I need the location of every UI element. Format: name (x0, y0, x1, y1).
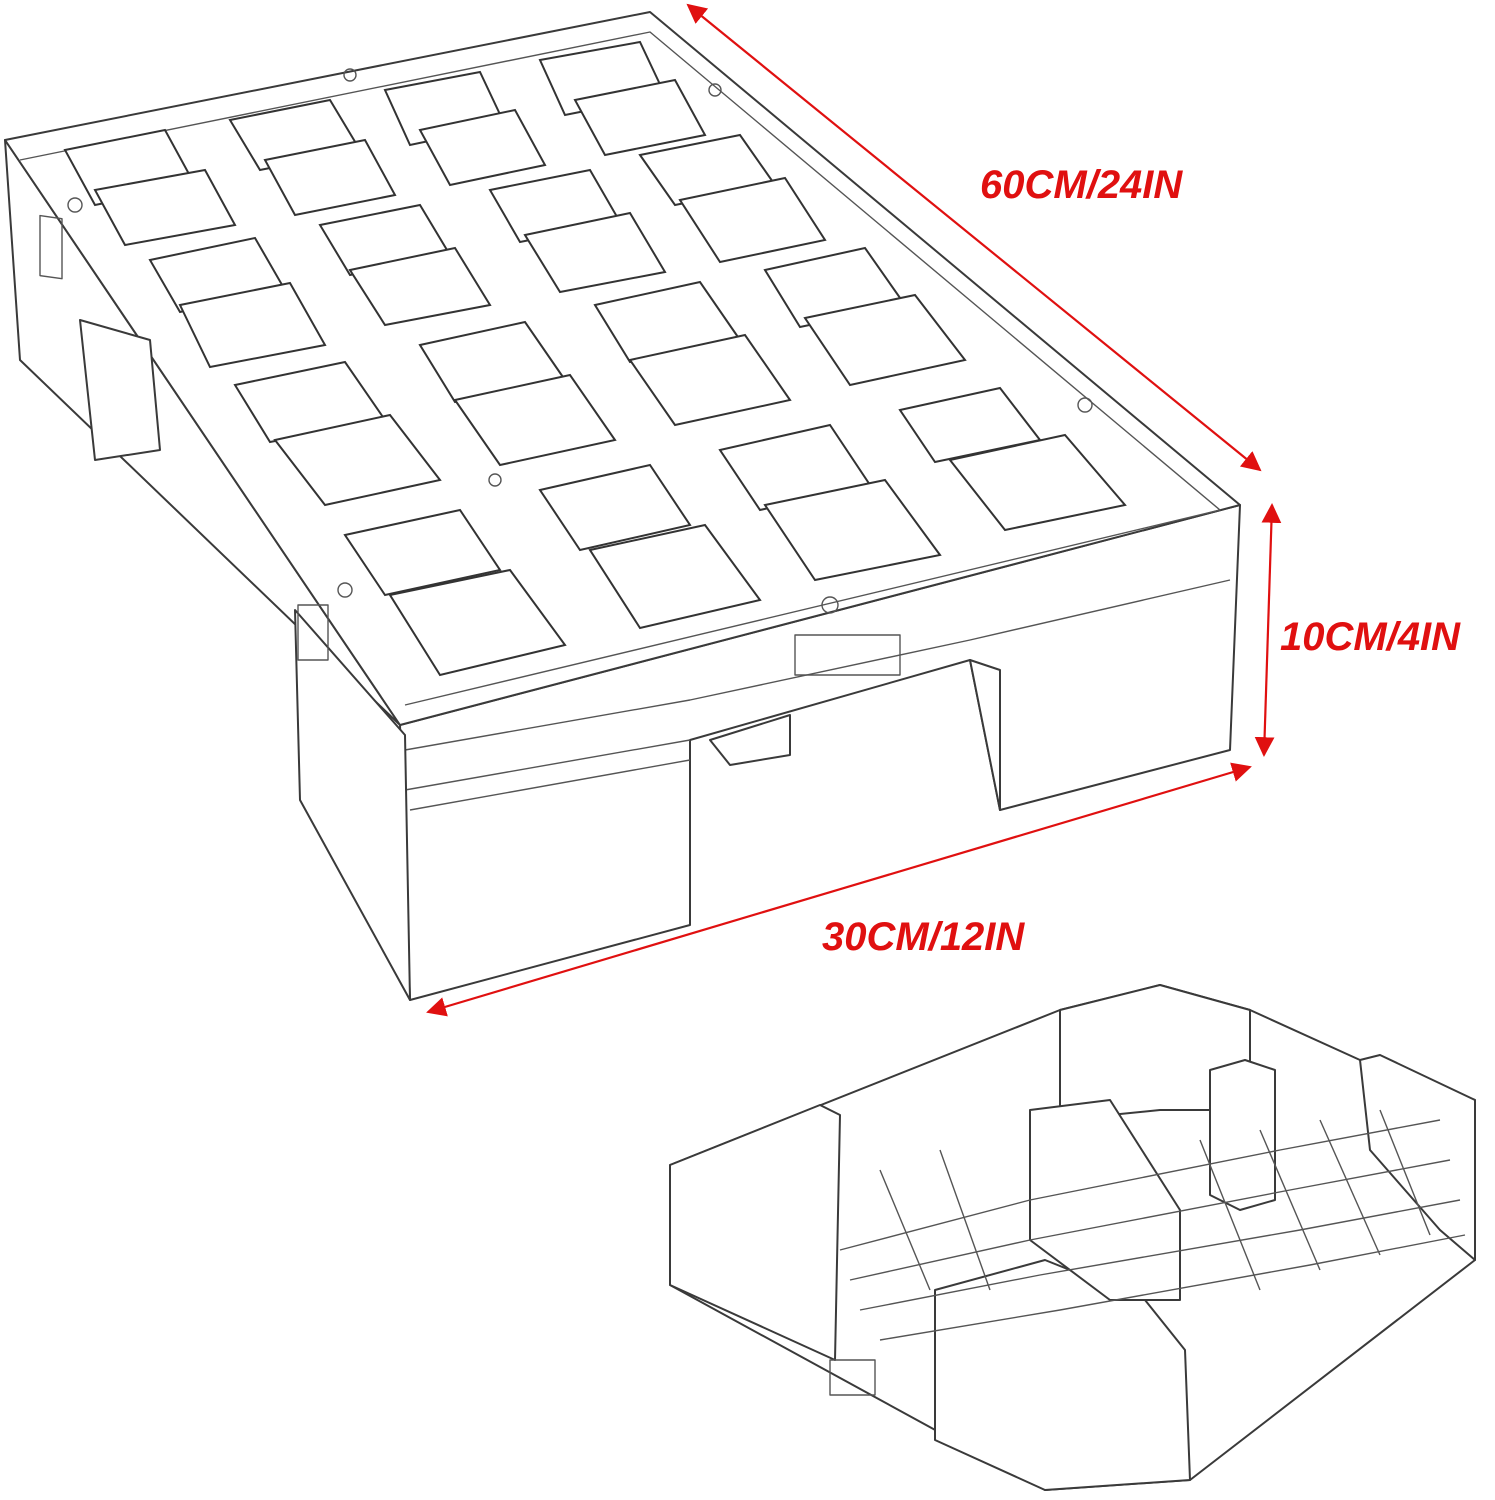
pallet-rear-leg (79, 319, 161, 461)
pallet-front-leg-right (969, 659, 1001, 811)
pallet-bottom-view (669, 984, 1476, 1491)
dimension-width: 30CM/12IN (426, 762, 1252, 1017)
underside-handle-slot (829, 1359, 876, 1396)
length-arrow (686, 3, 1262, 472)
handle-slot-front (794, 634, 901, 676)
width-label: 30CM/12IN (822, 915, 1025, 959)
dimension-height: 10CM/4IN (1254, 503, 1461, 757)
underside-foot-left (669, 1104, 841, 1361)
underside-foot-right (1359, 1054, 1476, 1261)
underside-post (1209, 1059, 1276, 1211)
underside-lattice (839, 1109, 1466, 1341)
handle-slot-left (39, 214, 63, 280)
length-label: 60CM/24IN (980, 163, 1183, 207)
front-face-band (404, 579, 1231, 751)
handle-slot-side (297, 604, 329, 661)
pallet-top-view (4, 11, 1241, 1001)
pallet-front-leg-left (294, 609, 411, 1001)
pallet-front-leg-middle (709, 714, 791, 766)
height-arrow (1254, 503, 1282, 757)
underside-foot-front (934, 1259, 1191, 1491)
height-label: 10CM/4IN (1280, 615, 1461, 659)
dimension-length: 60CM/24IN (686, 3, 1262, 472)
width-arrow (426, 762, 1252, 1017)
